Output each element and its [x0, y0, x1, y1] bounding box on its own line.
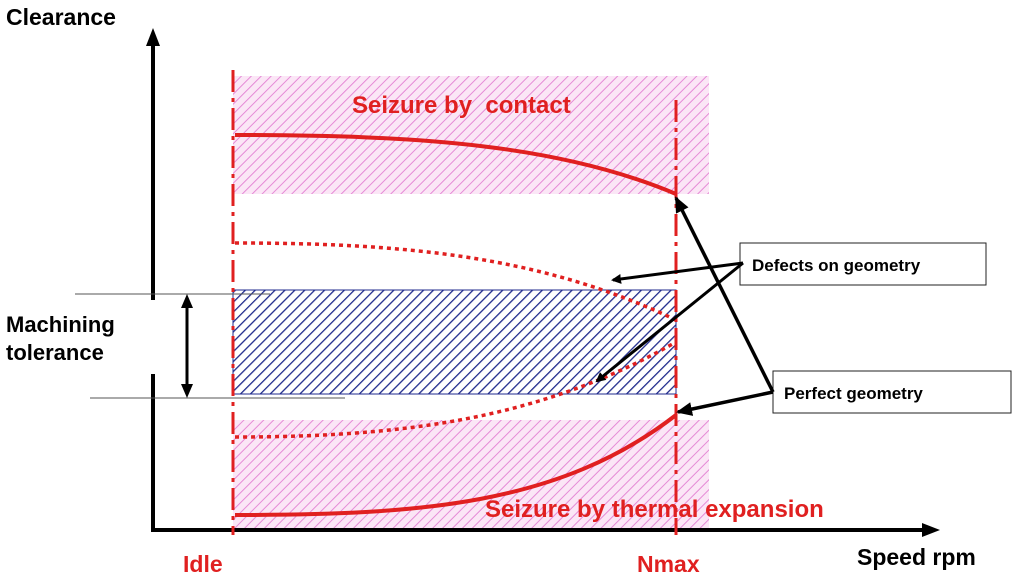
perfect-arrow-lower [676, 390, 774, 416]
tolerance-band [232, 289, 677, 395]
tolerance-label-line2: tolerance [6, 340, 104, 365]
nmax-label: Nmax [637, 551, 700, 577]
tolerance-label-line1: Machining [6, 312, 115, 337]
lower-defect-curve [234, 340, 677, 439]
tolerance-arrow-up [181, 294, 193, 308]
y-axis-arrowhead [146, 28, 160, 46]
upper-clearance-curve [234, 133, 677, 196]
perfect-callout-text: Perfect geometry [784, 384, 923, 403]
seizure-thermal-label: Seizure by thermal expansion [485, 496, 824, 523]
upper-defect-curve [234, 241, 677, 322]
x-axis-arrowhead [922, 523, 940, 537]
x-axis-label: Speed rpm [857, 544, 976, 570]
defects-arrow-upper [611, 261, 744, 284]
perfect-arrow-upper [674, 196, 775, 393]
lower-clearance-curve [234, 413, 678, 517]
idle-label: Idle [183, 551, 223, 577]
tolerance-arrow-down [181, 384, 193, 398]
seizure-contact-label: Seizure by contact [352, 92, 571, 119]
defects-callout-text: Defects on geometry [752, 256, 921, 275]
seizure-thermal-zone [233, 420, 709, 528]
y-axis-label: Clearance [6, 4, 116, 30]
